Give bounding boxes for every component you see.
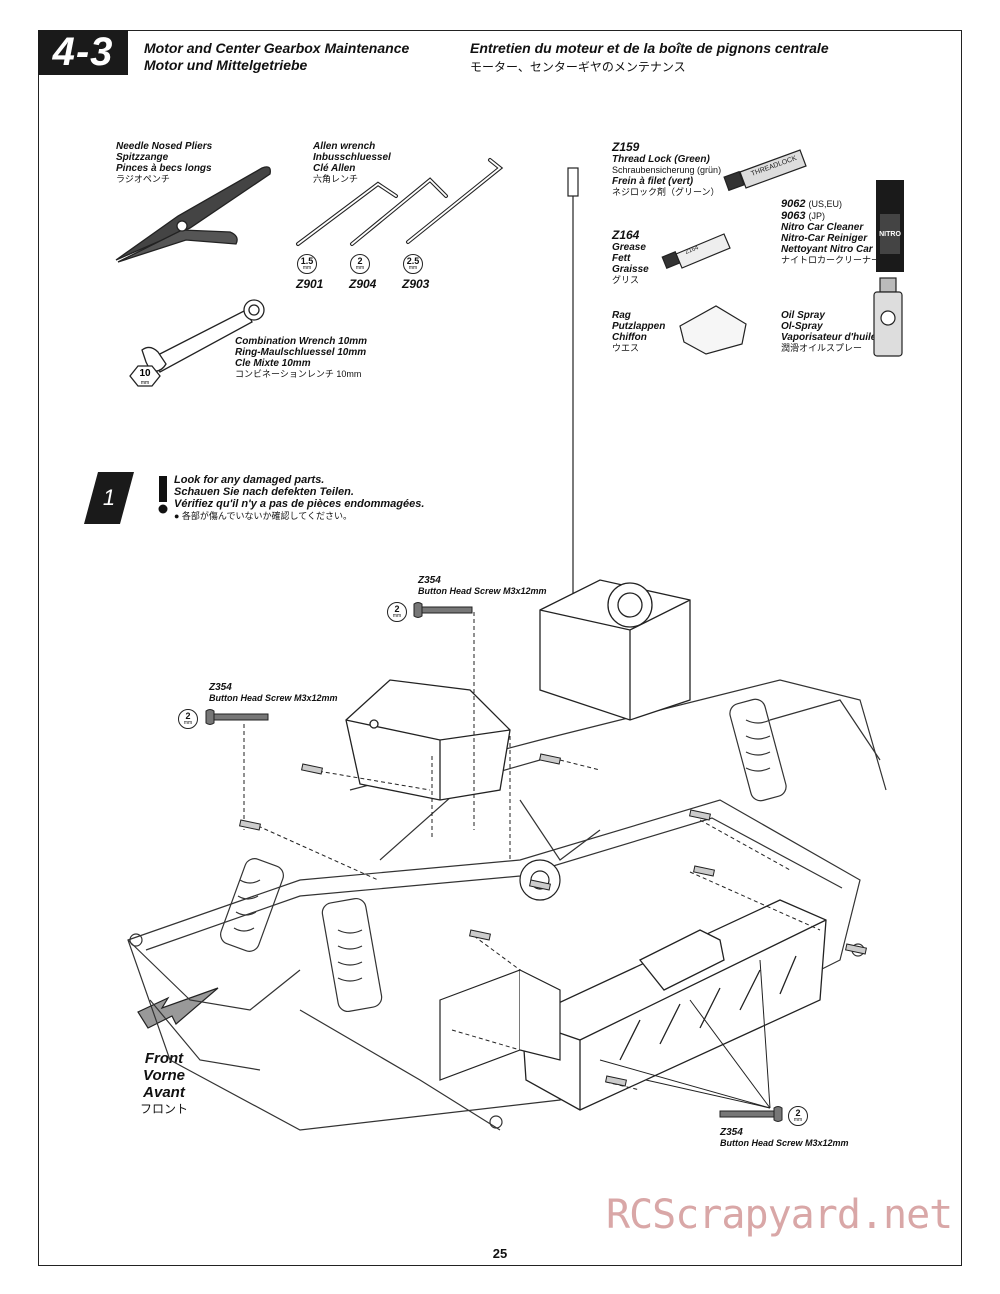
page-number: 25: [492, 1246, 508, 1261]
watermark: RCScrapyard.net: [606, 1192, 953, 1238]
header-jp: モーター、センターギヤのメンテナンス: [470, 60, 686, 74]
part-number: Z903: [402, 277, 430, 291]
warning-text: Look for any damaged parts.Schauen Sie n…: [174, 474, 425, 521]
header-de: Motor und Mittelgetriebe: [144, 57, 308, 73]
cleaner-label: 9062 (US,EU) 9063 (JP) Nitro Car Cleaner…: [781, 198, 881, 265]
part-number: Z901: [296, 277, 324, 291]
header-fr: Entretien du moteur et de la boîte de pi…: [470, 40, 829, 56]
part-number: Z904: [349, 277, 377, 291]
header-en: Motor and Center Gearbox Maintenance: [144, 40, 410, 56]
section-number: 4-3: [38, 30, 128, 75]
page-frame: [38, 30, 962, 1266]
